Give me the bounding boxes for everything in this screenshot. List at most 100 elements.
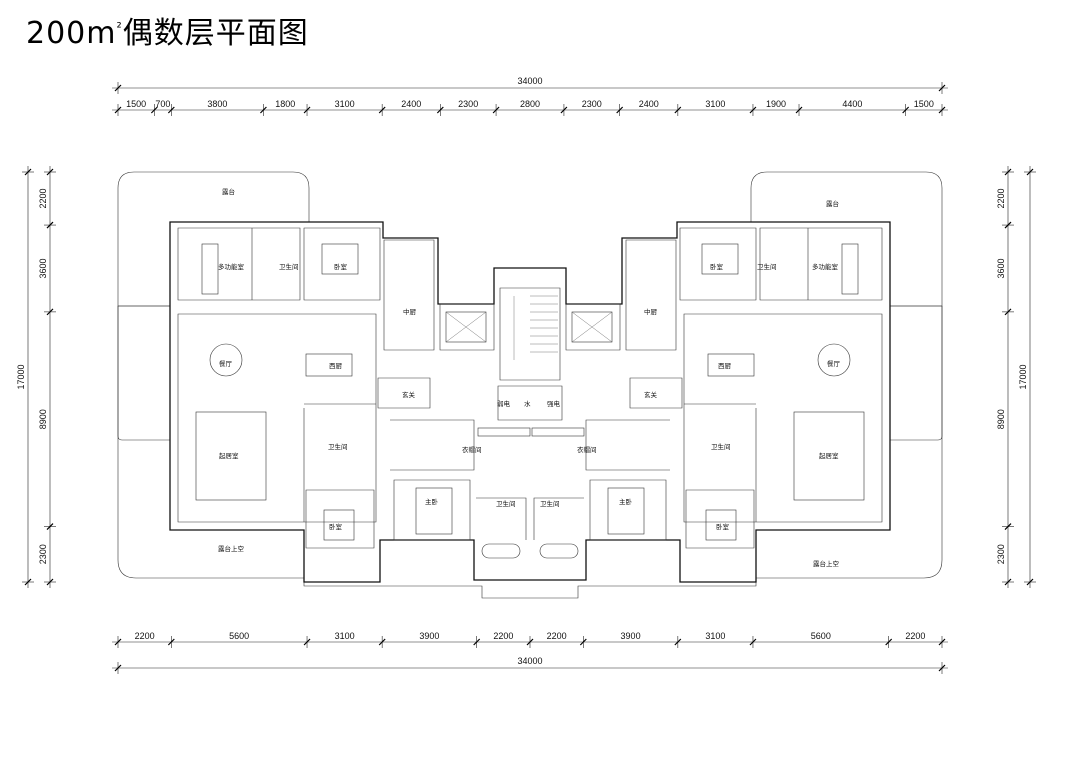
top-total-label: 34000 <box>517 76 542 86</box>
room-labels: 露台 露台 多功能室 多功能室 卫生间 卫生间 卧室 卧室 中厨 中厨 餐厅 餐… <box>218 187 841 568</box>
left-dim-tick-0 <box>46 168 54 176</box>
top-dim-tick-0 <box>114 106 122 114</box>
elevator-left <box>445 311 487 343</box>
left-dim-label-2: 8900 <box>38 409 48 429</box>
top-total-tick-1 <box>938 84 946 92</box>
bottom-dim-tick-8 <box>749 638 757 646</box>
top-dim-tick-4 <box>303 106 311 114</box>
left-dim-tick-4 <box>46 578 54 586</box>
right-dim-tick-0 <box>1004 168 1012 176</box>
island-left <box>305 353 353 377</box>
bathtub-right <box>539 543 579 559</box>
bottom-total-tick-0 <box>114 664 122 672</box>
desk-left <box>201 243 219 295</box>
bottom-dim-tick-9 <box>885 638 893 646</box>
label-wkitchen-left: 西厨 <box>329 362 343 370</box>
bed-left-bottom <box>323 509 355 541</box>
top-dim-tick-7 <box>492 106 500 114</box>
bottom-dim-tick-4 <box>473 638 481 646</box>
top-dim-tick-13 <box>902 106 910 114</box>
terrace-left-side <box>117 305 171 441</box>
top-dim-label-4: 3100 <box>335 99 355 109</box>
right-dim-tick-3 <box>1004 523 1012 530</box>
label-bed-left-top: 卧室 <box>334 262 348 271</box>
label-living-right: 起居室 <box>819 451 839 460</box>
top-dim-tick-3 <box>259 106 267 114</box>
master-bed-left <box>415 487 453 535</box>
bottom-dim-tick-2 <box>303 638 311 646</box>
bed-left-top <box>321 243 359 275</box>
top-dim-label-11: 1900 <box>766 99 786 109</box>
top-dim-label-3: 1800 <box>275 99 295 109</box>
right-total-tick-1 <box>1026 578 1034 586</box>
label-dining-left: 餐厅 <box>219 359 233 368</box>
top-dim-label-6: 2300 <box>458 99 478 109</box>
bottom-dim-label-9: 2200 <box>905 631 925 641</box>
bottom-dim-tick-0 <box>114 638 122 646</box>
label-strong-elec: 强电 <box>547 399 561 408</box>
label-bath-right-mid: 卫生间 <box>711 442 731 451</box>
label-weak-elec: 弱电 <box>497 399 511 408</box>
bottom-dim-label-7: 3100 <box>705 631 725 641</box>
top-dim-label-10: 3100 <box>705 99 725 109</box>
terrace-left-upper <box>117 171 310 307</box>
right-dim-label-1: 3600 <box>996 258 1006 278</box>
label-master-right: 主卧 <box>619 497 633 506</box>
bottom-dim-label-2: 3100 <box>335 631 355 641</box>
top-dim-label-8: 2300 <box>582 99 602 109</box>
bottom-dim-label-3: 3900 <box>419 631 439 641</box>
left-total-tick-0 <box>24 168 32 176</box>
right-total-label: 17000 <box>1018 364 1028 389</box>
title-text: 偶数层平面图 <box>122 16 309 51</box>
label-entrance-right: 玄关 <box>644 390 658 399</box>
left-total-tick-1 <box>24 578 32 586</box>
label-terrace-over-right: 露台上空 <box>813 559 840 568</box>
bottom-dim-label-4: 2200 <box>493 631 513 641</box>
top-dim-tick-2 <box>167 106 175 114</box>
closet-rail-left <box>477 427 531 437</box>
bottom-dim-label-6: 3900 <box>621 631 641 641</box>
bottom-dim-tick-10 <box>938 638 946 646</box>
top-dim-label-0: 1500 <box>126 99 146 109</box>
label-bed-right-low: 卧室 <box>716 522 730 531</box>
label-ckitchen-left: 中厨 <box>403 307 417 316</box>
label-terrace-right: 露台 <box>826 199 839 208</box>
label-closet-left: 衣帽间 <box>462 445 482 454</box>
label-wkitchen-right: 西厨 <box>718 362 732 370</box>
label-ckitchen-right: 中厨 <box>644 307 658 316</box>
bottom-dim-label-8: 5600 <box>811 631 831 641</box>
top-dim-label-7: 2800 <box>520 99 540 109</box>
left-dim-label-0: 2200 <box>38 189 48 209</box>
top-dim-tick-11 <box>749 106 757 114</box>
right-dim-tick-4 <box>1004 578 1012 586</box>
closet-rail-right <box>531 427 585 437</box>
top-dim-label-2: 3800 <box>207 99 227 109</box>
top-dim-tick-10 <box>674 106 682 114</box>
top-dim-tick-8 <box>560 106 568 114</box>
top-dim-tick-14 <box>938 106 946 114</box>
left-inner-walls <box>177 227 563 549</box>
label-terrace-left: 露台 <box>222 187 235 196</box>
right-dim-tick-1 <box>1004 221 1012 229</box>
elevator-right <box>571 311 613 343</box>
master-bed-right <box>607 487 645 535</box>
label-bath-left-mid: 卫生间 <box>328 442 348 451</box>
slab-outline <box>117 306 943 599</box>
label-terrace-over-left: 露台上空 <box>218 544 245 553</box>
drawing-title: 200m²偶数层平面图 <box>26 8 309 52</box>
title-superscript: ² <box>116 21 123 36</box>
terrace-right-upper <box>750 171 943 307</box>
left-dim-tick-2 <box>46 308 54 316</box>
top-total-tick-0 <box>114 84 122 92</box>
living-sofa-left <box>195 411 267 501</box>
top-dim-label-13: 1500 <box>914 99 934 109</box>
label-bath-right-top: 卫生间 <box>757 262 777 271</box>
building-outline <box>117 171 943 599</box>
label-bath-right-low: 卫生间 <box>540 499 560 508</box>
right-dim-label-2: 8900 <box>996 409 1006 429</box>
left-total-label: 17000 <box>16 364 26 389</box>
